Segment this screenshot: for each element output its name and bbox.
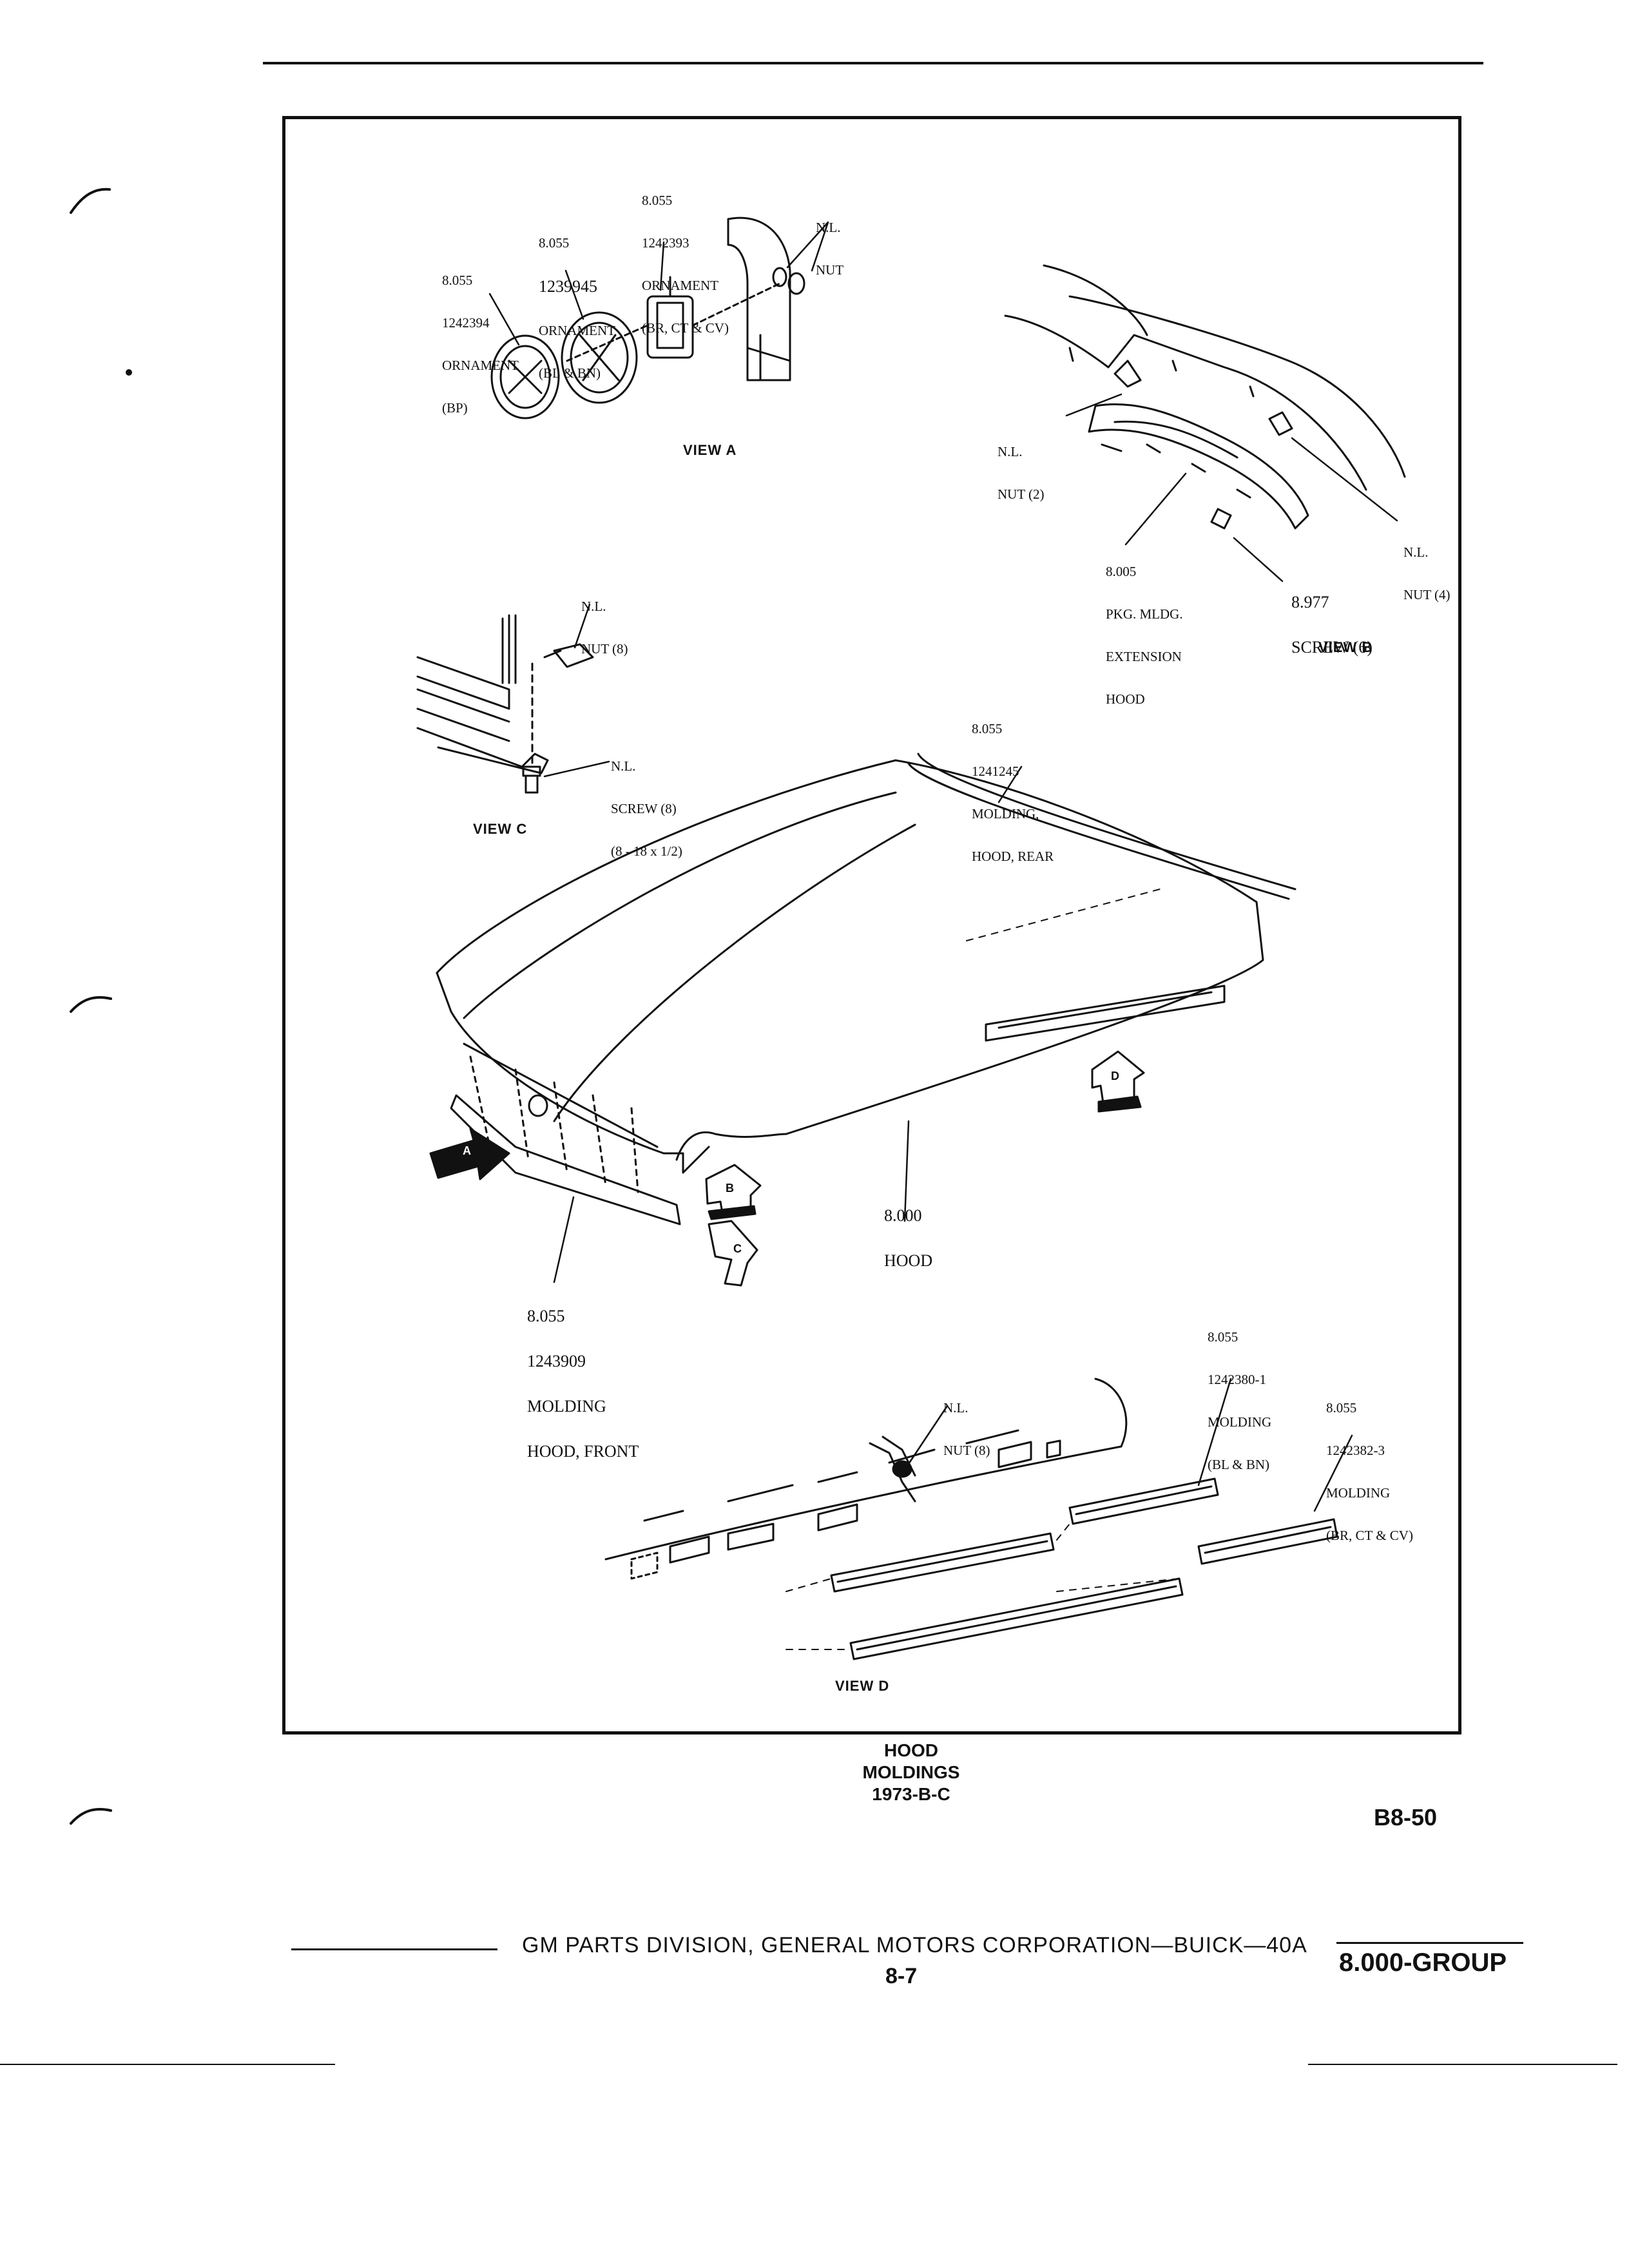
view-d-label: VIEW D — [835, 1678, 890, 1694]
callout-line: NUT — [816, 262, 844, 278]
view-a-label: VIEW A — [683, 442, 737, 458]
reference-arrows — [429, 1050, 1145, 1287]
callout-line: 1242393 — [642, 235, 689, 251]
caption-title: HOOD — [884, 1740, 938, 1760]
callout-line: ORNAMENT — [642, 278, 718, 293]
view-b-drawing — [1004, 264, 1406, 530]
leader-lines — [488, 221, 1398, 1512]
callout-line: N.L. — [611, 758, 636, 774]
view-c-label: VIEW C — [473, 821, 528, 837]
top-rule — [263, 62, 1483, 64]
callout-line: MOLDING, — [972, 806, 1039, 822]
bottom-edge-left — [0, 2064, 335, 2065]
callout-extension-molding: 8.005 PKG. MLDG. EXTENSION HOOD — [1106, 536, 1183, 720]
arrow-letter-d: D — [1111, 1070, 1119, 1082]
callout-line: (BR, CT & CV) — [1326, 1528, 1413, 1543]
callout-line: SCREW (8) — [611, 801, 677, 816]
callout-screw-view-b: 8.977 SCREW (6) — [1291, 566, 1373, 670]
callout-line: N.L. — [943, 1400, 969, 1416]
callout-line: NUT (8) — [943, 1443, 990, 1458]
callout-line: 8.055 — [642, 193, 673, 208]
callout-molding-front: 8.055 1243909 MOLDING HOOD, FRONT — [527, 1280, 639, 1474]
callout-line: NUT (8) — [581, 641, 628, 657]
bottom-edge-right — [1308, 2064, 1617, 2065]
illustration-frame — [282, 116, 1461, 1735]
callout-line: HOOD, REAR — [972, 849, 1054, 864]
footer-rule-left — [291, 1948, 497, 1950]
callout-line: SCREW (6) — [1291, 638, 1373, 657]
callout-line: N.L. — [816, 220, 841, 235]
callout-line: 8.055 — [1326, 1400, 1357, 1416]
callout-molding-br-ct-cv: 8.055 1242382-3 MOLDING (BR, CT & CV) — [1326, 1372, 1413, 1557]
callout-line: ORNAMENT — [442, 358, 519, 373]
view-d-drawing — [604, 1378, 1338, 1660]
callout-line: (BL & BN) — [1208, 1457, 1270, 1472]
callout-line: 1242394 — [442, 315, 490, 331]
callout-part-number: 1239945 — [539, 277, 597, 296]
callout-line: 1243909 — [527, 1352, 586, 1370]
callout-molding-rear: 8.055 1241245 MOLDING, HOOD, REAR — [972, 693, 1054, 878]
callout-nut-8-view-d: N.L. NUT (8) — [943, 1372, 990, 1472]
callout-nut-8-view-c: N.L. NUT (8) — [581, 571, 628, 670]
callout-line: 8.055 — [972, 721, 1003, 736]
footer-page-number: 8-7 — [885, 1964, 918, 1988]
view-b-label: VIEW B — [1318, 639, 1373, 655]
callout-line: MOLDING — [1326, 1485, 1391, 1501]
view-c-drawing — [416, 614, 594, 794]
callout-line: (BL & BN) — [539, 365, 601, 381]
callout-hood: 8.000 HOOD — [884, 1179, 932, 1283]
footer-rule-right — [1336, 1942, 1523, 1944]
callout-line: NUT (4) — [1403, 587, 1451, 602]
callout-ornament-bl-bn: 8.055 1239945 ORNAMENT (BL & BN) — [539, 207, 615, 394]
page-id: B8-50 — [1374, 1804, 1438, 1831]
callout-line: N.L. — [581, 599, 606, 614]
callout-line: MOLDING — [527, 1397, 606, 1416]
callout-line: EXTENSION — [1106, 649, 1182, 664]
callout-line: N.L. — [1403, 544, 1429, 560]
callout-line: HOOD — [1106, 691, 1145, 707]
callout-line: 1241245 — [972, 764, 1019, 779]
callout-line: (BR, CT & CV) — [642, 320, 729, 336]
callout-line: PKG. MLDG. — [1106, 606, 1183, 622]
callout-line: 8.055 — [539, 235, 570, 251]
caption-subtitle: MOLDINGS — [862, 1762, 960, 1782]
footer-division: GM PARTS DIVISION, GENERAL MOTORS CORPOR… — [522, 1933, 1307, 1957]
arrow-letter-b: B — [726, 1182, 734, 1195]
callout-line: 8.005 — [1106, 564, 1137, 579]
callout-line: N.L. — [998, 444, 1023, 459]
callout-line: HOOD, FRONT — [527, 1442, 639, 1461]
callout-line: 8.055 — [527, 1307, 565, 1325]
callout-line: 8.055 — [442, 273, 473, 288]
callout-line: 8.055 — [1208, 1329, 1239, 1345]
callout-molding-bl-bn: 8.055 1242380-1 MOLDING (BL & BN) — [1208, 1302, 1271, 1486]
callout-line: NUT (2) — [998, 486, 1045, 502]
callout-line: MOLDING — [1208, 1414, 1272, 1430]
callout-line: ORNAMENT — [539, 323, 615, 338]
figure-caption: HOOD MOLDINGS 1973-B-C — [795, 1740, 1027, 1805]
view-a-drawing — [490, 216, 805, 419]
arrow-letter-a: A — [463, 1144, 471, 1157]
callout-line: 8.977 — [1291, 593, 1329, 611]
callout-line: 1242380-1 — [1208, 1372, 1266, 1387]
callout-line: 8.000 — [884, 1206, 922, 1225]
callout-ornament-br-ct-cv: 8.055 1242393 ORNAMENT (BR, CT & CV) — [642, 165, 729, 349]
footer-group: 8.000-GROUP — [1339, 1948, 1507, 1977]
callout-line: HOOD — [884, 1251, 933, 1270]
callout-nut-2-view-b: N.L. NUT (2) — [998, 416, 1045, 515]
callout-screw-view-c: N.L. SCREW (8) (8 - 18 x 1/2) — [611, 731, 682, 872]
callout-nut-4-view-b: N.L. NUT (4) — [1403, 517, 1451, 616]
callout-ornament-bp: 8.055 1242394 ORNAMENT (BP) — [442, 245, 519, 429]
caption-year-code: 1973-B-C — [872, 1784, 950, 1804]
callout-line: 1242382-3 — [1326, 1443, 1385, 1458]
callout-line: (8 - 18 x 1/2) — [611, 843, 682, 859]
callout-nut-view-a: N.L. NUT — [816, 192, 843, 291]
hood-drawing — [436, 753, 1296, 1225]
callout-line: (BP) — [442, 400, 468, 416]
arrow-letter-c: C — [733, 1242, 742, 1255]
